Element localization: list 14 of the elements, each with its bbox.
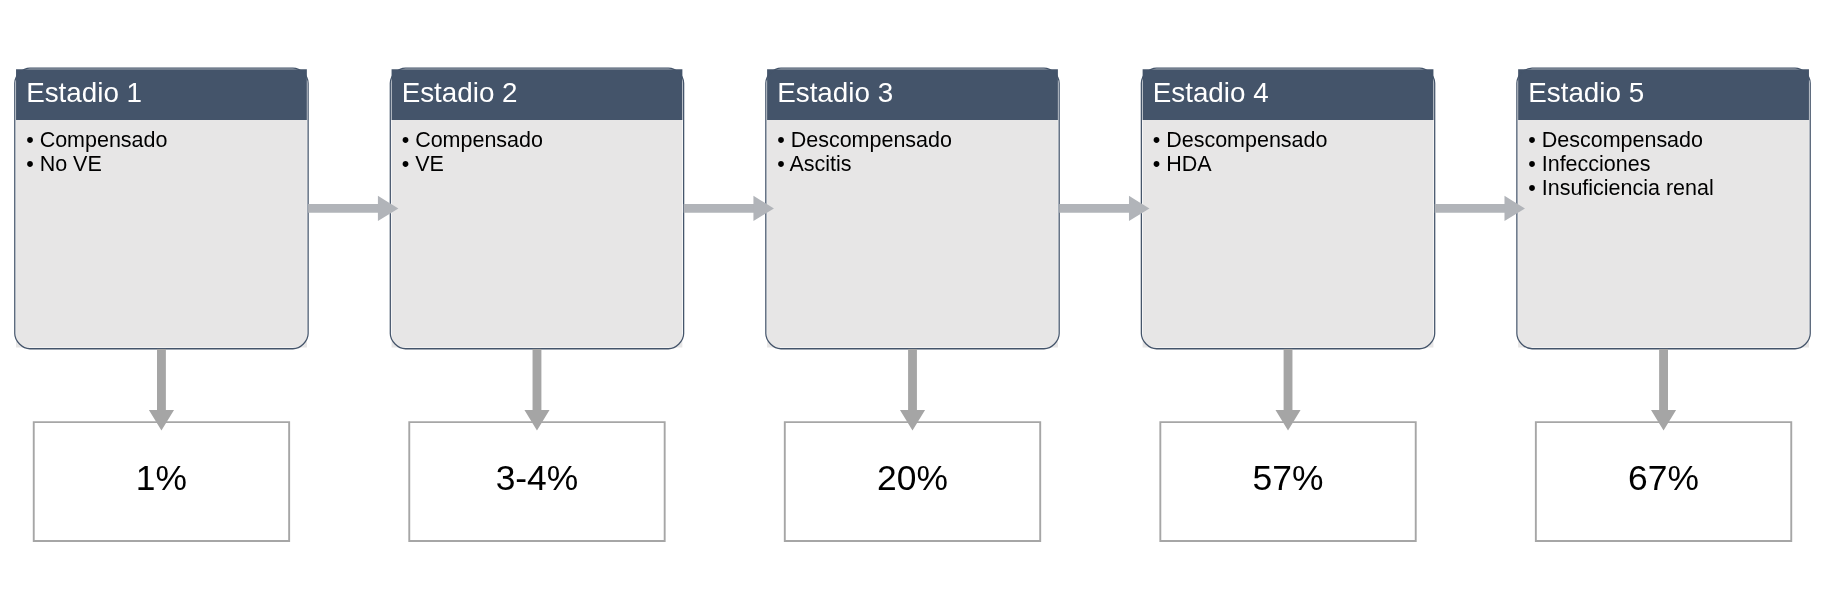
node-box: 20% xyxy=(783,421,1042,542)
arrow xyxy=(683,195,774,221)
arrow xyxy=(1275,348,1301,431)
arrow xyxy=(148,348,174,431)
arrow xyxy=(899,348,926,431)
arrow xyxy=(1059,195,1150,221)
node-box: 1% xyxy=(32,421,291,542)
arrow xyxy=(1434,195,1525,221)
node-box: 3-4% xyxy=(408,421,666,542)
node-box: 67% xyxy=(1534,421,1793,542)
node-box: 57% xyxy=(1159,421,1417,542)
arrow xyxy=(1651,348,1677,431)
arrow xyxy=(308,195,399,221)
arrow xyxy=(524,348,550,431)
